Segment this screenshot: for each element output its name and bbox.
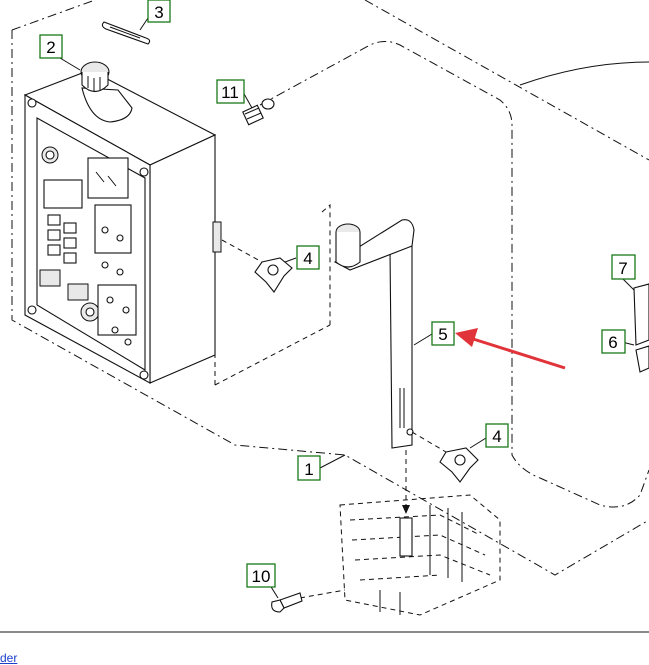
knob-part-2 bbox=[80, 61, 133, 123]
callout-label: 3 bbox=[154, 3, 163, 22]
callout-label: 5 bbox=[438, 325, 447, 344]
footer-link[interactable]: der bbox=[0, 651, 18, 665]
callout-label: 11 bbox=[221, 83, 239, 102]
callout-10: 10 bbox=[246, 563, 276, 588]
callout-11: 11 bbox=[216, 79, 245, 104]
callout-label: 1 bbox=[304, 460, 313, 479]
star-knob-part-4-upper bbox=[221, 239, 293, 293]
callout-label: 6 bbox=[608, 333, 617, 352]
bottom-divider bbox=[0, 631, 649, 633]
callout-label: 2 bbox=[46, 38, 55, 57]
star-knob-part-4-lower bbox=[411, 431, 479, 483]
callout-4-upper: 4 bbox=[296, 245, 320, 270]
callout-6: 6 bbox=[601, 329, 626, 354]
callout-label: 4 bbox=[492, 427, 501, 446]
callout-3: 3 bbox=[147, 0, 171, 23]
callout-label: 7 bbox=[618, 259, 627, 278]
callout-label: 10 bbox=[252, 567, 271, 586]
post-part-5 bbox=[333, 219, 415, 514]
screw-part-11 bbox=[242, 98, 275, 126]
callout-1: 1 bbox=[297, 455, 321, 481]
callout-5: 5 bbox=[431, 321, 455, 346]
bolt-part-10 bbox=[271, 589, 346, 613]
pin-part-3 bbox=[101, 21, 151, 45]
callout-label: 4 bbox=[303, 249, 312, 268]
right-edge-parts bbox=[519, 61, 649, 373]
assembly-outline bbox=[11, 0, 649, 576]
callout-4-lower: 4 bbox=[485, 423, 509, 448]
base-bracket bbox=[339, 494, 501, 616]
callout-7: 7 bbox=[611, 254, 636, 280]
callout-2: 2 bbox=[39, 34, 63, 59]
highlight-arrow bbox=[455, 328, 566, 370]
